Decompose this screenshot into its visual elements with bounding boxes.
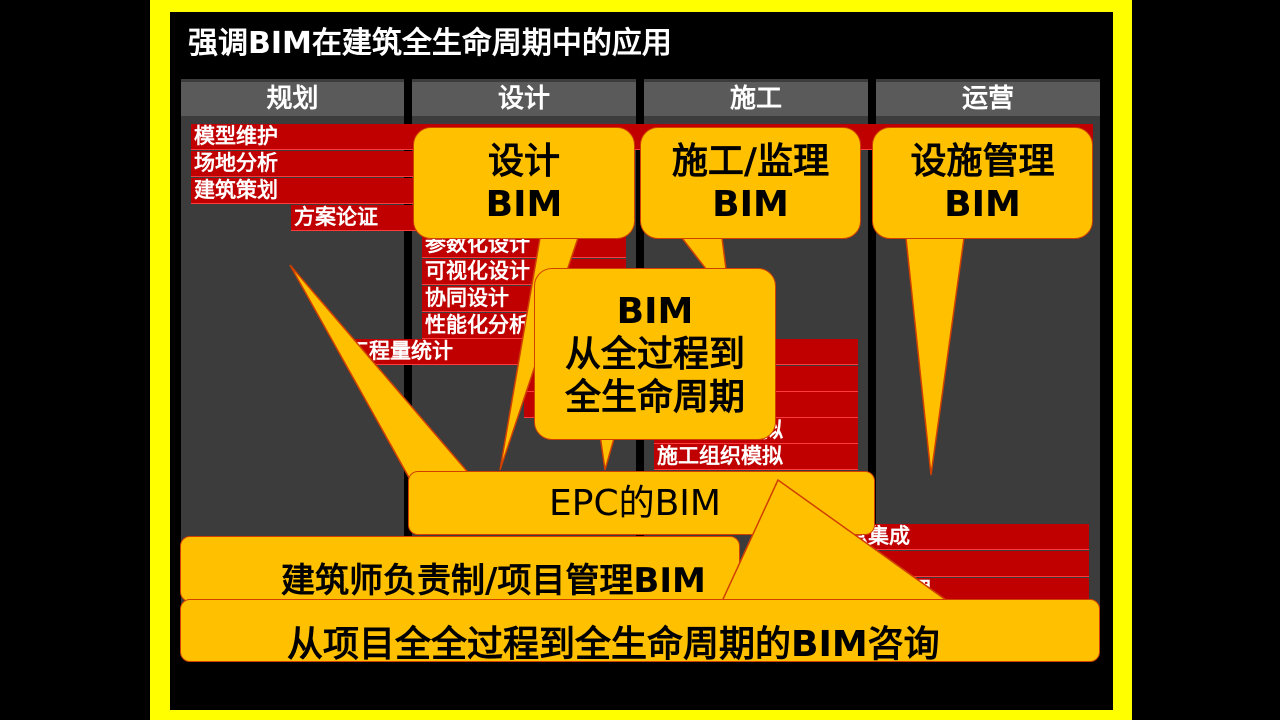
column-header-construction: 施工	[644, 82, 868, 116]
callout-consulting-bim: 从项目全全过程到全生命周期的BIM咨询	[180, 599, 1100, 662]
column-header-design: 设计	[412, 82, 636, 116]
callout-design-bim: 设计 BIM	[413, 127, 635, 239]
callout-construction-bim: 施工/监理 BIM	[640, 127, 861, 239]
callout-center-line1: BIM	[616, 290, 694, 332]
callout-center-line3: 全生命周期	[564, 376, 745, 418]
callout-consulting-label: 从项目全全过程到全生命周期的BIM咨询	[287, 624, 940, 662]
callout-facility-bim: 设施管理 BIM	[872, 127, 1093, 239]
callout-facility-line2: BIM	[944, 184, 1021, 225]
slide-title: 强调BIM在建筑全生命周期中的应用	[188, 26, 672, 61]
callout-center-bim: BIM 从全过程到 全生命周期	[534, 268, 776, 440]
callout-epc-bim: EPC的BIM	[408, 471, 875, 535]
callout-construction-line2: BIM	[712, 184, 789, 225]
column-header-operation: 运营	[876, 82, 1100, 116]
callout-construction-line1: 施工/监理	[671, 141, 830, 182]
callout-architect-bim: 建筑师负责制/项目管理BIM	[180, 536, 740, 602]
callout-center-line2: 从全过程到	[564, 333, 745, 375]
bar-architectural-planning: 建筑策划	[191, 178, 421, 204]
bar-organization-simulation: 施工组织模拟	[654, 444, 858, 470]
callout-design-line2: BIM	[485, 184, 563, 225]
callout-epc-label: EPC的BIM	[549, 483, 721, 524]
column-header-planning: 规划	[181, 82, 404, 116]
callout-facility-line1: 设施管理	[910, 141, 1055, 182]
callout-design-line1: 设计	[487, 141, 560, 182]
callout-architect-label: 建筑师负责制/项目管理BIM	[281, 561, 706, 601]
bar-site-analysis: 场地分析	[191, 151, 421, 177]
